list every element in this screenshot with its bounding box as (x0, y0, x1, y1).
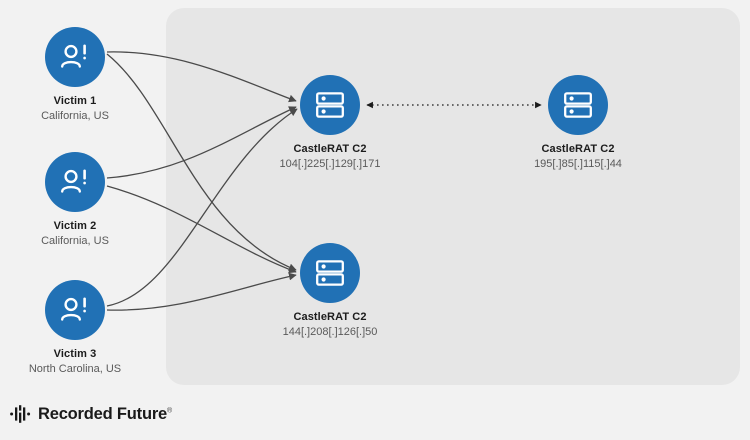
victim-1-avatar (45, 27, 105, 87)
edge-victim2-c2primary (106, 106, 297, 179)
victim-2-location: California, US (41, 235, 109, 247)
edge-victim1-c2primary (106, 51, 297, 103)
victim-3-location: North Carolina, US (28, 363, 122, 375)
edge-victim3-c2primary (106, 108, 298, 307)
brand-name: Recorded Future® (38, 405, 172, 424)
c2-primary-avatar (300, 75, 360, 135)
server-icon (316, 92, 344, 118)
edge-victim2-c2secondary (106, 185, 297, 274)
node-victim-1[interactable]: Victim 1 California, US (0, 27, 160, 123)
person-alert-icon (61, 297, 86, 321)
node-c2-secondary[interactable]: CastleRAT C2 144[.]208[.]126[.]50 (245, 243, 415, 339)
person-alert-icon (61, 169, 86, 193)
brand-name-text: Recorded Future (38, 404, 168, 423)
victim-3-avatar (45, 280, 105, 340)
edge-victim3-c2secondary (106, 272, 297, 311)
c2-secondary-address: 144[.]208[.]126[.]50 (282, 326, 378, 338)
victim-2-avatar (45, 152, 105, 212)
server-icon (564, 92, 592, 118)
victim-2-label: Victim 2 (53, 220, 97, 232)
node-victim-3[interactable]: Victim 3 North Carolina, US (0, 280, 160, 376)
c2-peer-label: CastleRAT C2 (541, 143, 615, 155)
node-c2-peer[interactable]: CastleRAT C2 195[.]85[.]115[.]44 (493, 75, 663, 171)
c2-peer-address: 195[.]85[.]115[.]44 (534, 158, 622, 170)
c2-primary-address: 104[.]225[.]129[.]171 (279, 158, 381, 170)
edge-group (106, 51, 298, 311)
victim-1-location: California, US (41, 110, 109, 122)
edge-victim1-c2secondary (106, 53, 297, 272)
victim-3-label: Victim 3 (53, 348, 97, 360)
victim-1-label: Victim 1 (53, 95, 97, 107)
c2-secondary-avatar (300, 243, 360, 303)
person-alert-icon (61, 44, 86, 68)
c2-secondary-label: CastleRAT C2 (293, 311, 367, 323)
node-victim-2[interactable]: Victim 2 California, US (0, 152, 160, 248)
server-icon (316, 260, 344, 286)
c2-peer-avatar (548, 75, 608, 135)
recorded-future-logo-icon (10, 405, 31, 423)
node-c2-primary[interactable]: CastleRAT C2 104[.]225[.]129[.]171 (245, 75, 415, 171)
registered-trademark-mark: ® (167, 407, 172, 414)
c2-primary-label: CastleRAT C2 (293, 143, 367, 155)
brand-logo: Recorded Future® (10, 404, 172, 424)
